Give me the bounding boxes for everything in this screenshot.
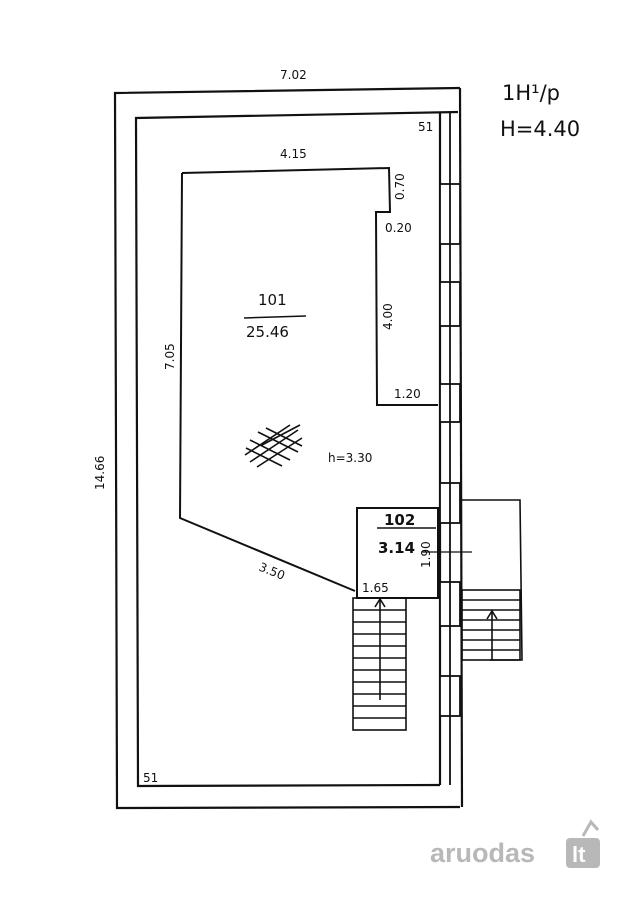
exterior-stairs bbox=[461, 499, 523, 661]
room-101-underline bbox=[243, 315, 307, 319]
dim-notch-width: 0.20 bbox=[385, 221, 412, 235]
dim-diagonal: 3.50 bbox=[257, 560, 287, 583]
dim-outer-height: 14.66 bbox=[93, 456, 107, 490]
watermark-suffix: lt bbox=[572, 842, 586, 867]
dim-alcove-height: 4.00 bbox=[381, 303, 395, 330]
room-101-outline bbox=[181, 166, 438, 406]
dim-inner-height: 7.05 bbox=[163, 343, 177, 370]
floor-height-label: H=4.40 bbox=[500, 117, 580, 141]
dim-room-102-height: 1.90 bbox=[419, 541, 433, 568]
dim-inner-width: 4.15 bbox=[280, 147, 307, 161]
room-102-area: 3.14 bbox=[378, 539, 415, 557]
dim-notch-top: 0.70 bbox=[393, 173, 407, 200]
room-101-left-wall bbox=[178, 172, 356, 592]
dim-wall-top: 51 bbox=[418, 120, 433, 134]
hatch-marker bbox=[244, 424, 303, 468]
room-101-area: 25.46 bbox=[246, 323, 289, 341]
room-102-number: 102 bbox=[384, 511, 415, 529]
room-101-number: 101 bbox=[258, 291, 287, 309]
room-101-ceiling-height: h=3.30 bbox=[328, 451, 372, 465]
interior-stairs bbox=[352, 597, 407, 731]
dim-wall-bottom: 51 bbox=[143, 771, 158, 785]
floor-label: 1H¹/p bbox=[502, 81, 560, 105]
dim-outer-width: 7.02 bbox=[280, 68, 307, 82]
watermark-badge bbox=[566, 838, 600, 868]
dim-alcove-width: 1.20 bbox=[394, 387, 421, 401]
watermark-house-icon bbox=[581, 819, 600, 837]
right-wall-windows bbox=[439, 112, 461, 785]
dim-room-102-width: 1.65 bbox=[362, 581, 389, 595]
watermark-text: aruodas bbox=[430, 838, 535, 868]
